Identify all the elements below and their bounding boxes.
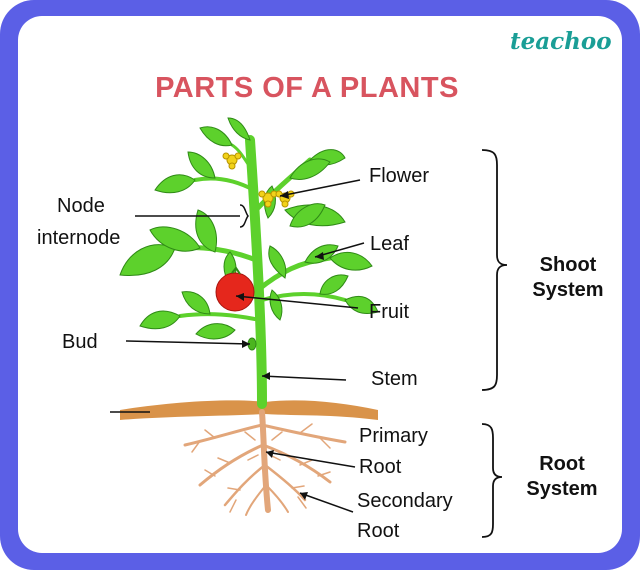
leaves-drawing [119, 117, 379, 340]
content-panel [18, 16, 622, 553]
brand-logo: teachoo [510, 28, 612, 55]
shoot-system-line1: Shoot [539, 254, 597, 276]
label-secondary-root-line1: Secondary [357, 490, 453, 512]
label-flower: Flower [369, 165, 430, 187]
fruit-pointer [235, 295, 359, 309]
root-system-drawing [183, 409, 347, 516]
label-fruit: Fruit [369, 301, 409, 323]
shoot-system-line2: System [532, 279, 604, 301]
stem-pointer [261, 375, 347, 381]
diagram-title: PARTS OF A PLANTS [155, 72, 459, 104]
label-primary-root-line2: Root [359, 456, 402, 478]
stem-drawing [172, 135, 347, 409]
fruit-drawing [215, 266, 255, 312]
bud-pointer [125, 340, 251, 345]
label-secondary-root-line2: Root [357, 520, 400, 542]
node-brace [239, 204, 249, 228]
arrowheads [236, 191, 324, 500]
label-node: Node [57, 195, 105, 217]
secondary-root-pointer [299, 492, 354, 513]
soil-line [110, 400, 378, 420]
root-system-line1: Root [539, 453, 585, 475]
primary-root-pointer [265, 451, 356, 468]
label-bud: Bud [62, 331, 98, 353]
shoot-system-label: Shoot System [518, 253, 618, 303]
label-internode: internode [37, 227, 121, 249]
root-system-line2: System [526, 478, 598, 500]
label-stem: Stem [371, 368, 418, 390]
root-system-label: Root System [512, 452, 612, 502]
root-system-brace [481, 423, 503, 538]
shoot-system-brace [481, 149, 508, 391]
flower-pointer [279, 179, 361, 197]
label-leaf: Leaf [370, 233, 409, 255]
label-primary-root-line1: Primary [359, 425, 428, 447]
